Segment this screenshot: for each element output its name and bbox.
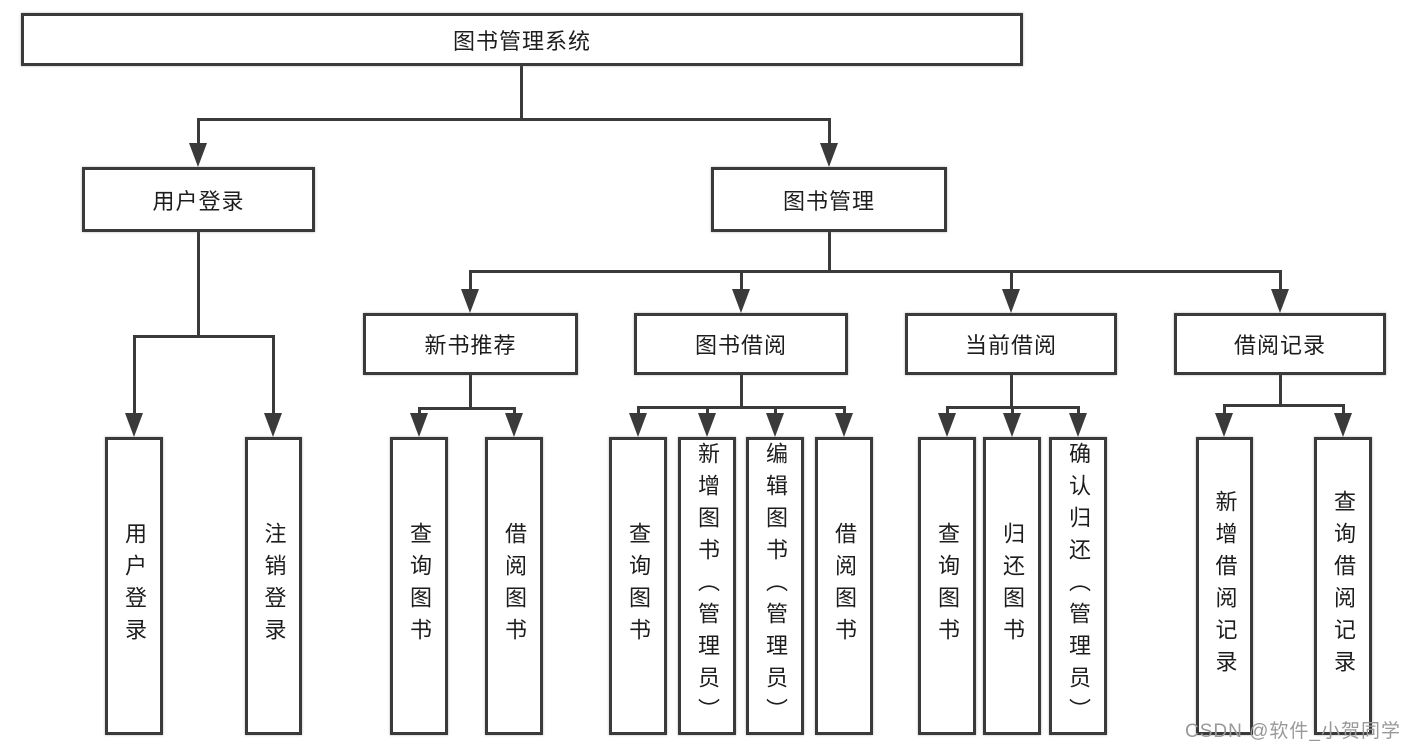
connector-stem-line: [469, 375, 472, 410]
connector-bar-line: [197, 118, 831, 121]
connector-bar-line: [418, 407, 516, 410]
connector-drop-line: [1010, 270, 1013, 291]
node-leaf-borrow-books-recommend: 借阅图书: [485, 437, 543, 735]
node-user-login: 用户登录: [82, 167, 315, 232]
node-leaf-query-books-borrowing: 查询图书: [609, 437, 667, 735]
node-user-login-label: 用户登录: [152, 188, 245, 214]
arrowhead-down-icon: [698, 413, 716, 437]
connector-drop-line: [1342, 404, 1345, 415]
connector-drop-line: [706, 406, 709, 415]
arrowhead-down-icon: [1003, 413, 1021, 437]
arrowhead-down-icon: [1069, 413, 1087, 437]
connector-drop-line: [272, 335, 275, 415]
connector-drop-line: [469, 270, 472, 291]
node-leaf-query-books-recommend: 查询图书: [390, 437, 448, 735]
connector-drop-line: [513, 407, 516, 415]
node-leaf-query-books-recommend-label: 查询图书: [407, 522, 432, 650]
connector-stem-line: [828, 232, 831, 273]
node-leaf-query-books-current-label: 查询图书: [935, 522, 960, 650]
connector-drop-line: [637, 406, 640, 415]
node-leaf-borrow-books-recommend-label: 借阅图书: [502, 522, 527, 650]
arrowhead-down-icon: [1002, 289, 1020, 313]
node-leaf-edit-books-admin-label: 编辑图书（管理员）: [763, 442, 788, 730]
arrowhead-down-icon: [732, 289, 750, 313]
connector-stem-line: [520, 66, 523, 121]
arrowhead-down-icon: [835, 413, 853, 437]
connector-drop-line: [946, 406, 949, 415]
connector-bar-line: [637, 406, 846, 409]
connector-stem-line: [1279, 375, 1282, 407]
node-leaf-query-borrow-record: 查询借阅记录: [1314, 437, 1372, 735]
node-leaf-user-login: 用户登录: [105, 437, 163, 735]
node-leaf-borrow-books: 借阅图书: [815, 437, 873, 735]
arrowhead-down-icon: [629, 413, 647, 437]
connector-drop-line: [1077, 406, 1080, 415]
node-leaf-logout: 注销登录: [245, 437, 302, 735]
connector-drop-line: [1223, 404, 1226, 415]
node-leaf-add-books-admin-label: 新增图书（管理员）: [695, 442, 720, 730]
node-book-management: 图书管理: [711, 167, 947, 232]
node-leaf-confirm-return-admin: 确认归还（管理员）: [1049, 437, 1107, 735]
connector-bar-line: [1223, 404, 1345, 407]
node-leaf-logout-label: 注销登录: [261, 522, 287, 650]
node-leaf-add-borrow-record: 新增借阅记录: [1196, 437, 1253, 735]
node-library-system: 图书管理系统: [21, 13, 1023, 66]
node-leaf-query-books-borrowing-label: 查询图书: [626, 522, 651, 650]
node-book-management-label: 图书管理: [782, 188, 875, 214]
csdn-watermark: CSDN @软件_小贺同学: [1185, 721, 1401, 742]
connector-stem-line: [740, 375, 743, 409]
node-leaf-confirm-return-admin-label: 确认归还（管理员）: [1066, 442, 1091, 730]
connector-drop-line: [197, 118, 200, 145]
node-current-borrowing: 当前借阅: [905, 313, 1117, 375]
node-leaf-add-borrow-record-label: 新增借阅记录: [1212, 490, 1238, 682]
node-leaf-return-books-label: 归还图书: [1000, 522, 1025, 650]
node-leaf-add-books-admin: 新增图书（管理员）: [678, 437, 736, 735]
arrowhead-down-icon: [410, 413, 428, 437]
node-new-book-recommend: 新书推荐: [363, 313, 578, 375]
connector-drop-line: [1011, 406, 1014, 415]
node-leaf-borrow-books-label: 借阅图书: [832, 522, 857, 650]
connector-bar-line: [469, 270, 1282, 273]
node-book-borrowing-label: 图书借阅: [694, 333, 787, 358]
connector-drop-line: [133, 335, 136, 415]
node-borrowing-records-label: 借阅记录: [1233, 333, 1326, 358]
arrowhead-down-icon: [1334, 413, 1352, 437]
connector-drop-line: [828, 118, 831, 145]
arrowhead-down-icon: [264, 413, 282, 437]
arrowhead-down-icon: [189, 143, 207, 167]
connector-drop-line: [1279, 270, 1282, 291]
arrowhead-down-icon: [505, 413, 523, 437]
node-leaf-user-login-label: 用户登录: [122, 522, 147, 650]
arrowhead-down-icon: [125, 413, 143, 437]
connector-drop-line: [740, 270, 743, 291]
connector-stem-line: [197, 232, 200, 338]
node-leaf-return-books: 归还图书: [983, 437, 1041, 735]
node-library-system-label: 图书管理系统: [452, 28, 591, 54]
connector-bar-line: [133, 335, 275, 338]
arrowhead-down-icon: [461, 289, 479, 313]
node-leaf-edit-books-admin: 编辑图书（管理员）: [746, 437, 804, 735]
connector-drop-line: [843, 406, 846, 415]
arrowhead-down-icon: [1215, 413, 1233, 437]
arrowhead-down-icon: [820, 143, 838, 167]
node-borrowing-records: 借阅记录: [1174, 313, 1386, 375]
connector-drop-line: [418, 407, 421, 415]
arrowhead-down-icon: [766, 413, 784, 437]
arrowhead-down-icon: [1271, 289, 1289, 313]
connector-stem-line: [1010, 375, 1013, 409]
connector-drop-line: [774, 406, 777, 415]
node-leaf-query-books-current: 查询图书: [918, 437, 976, 735]
arrowhead-down-icon: [938, 413, 956, 437]
node-book-borrowing: 图书借阅: [634, 313, 848, 375]
node-current-borrowing-label: 当前借阅: [964, 333, 1057, 358]
node-leaf-query-borrow-record-label: 查询借阅记录: [1331, 490, 1356, 682]
node-new-book-recommend-label: 新书推荐: [424, 333, 517, 358]
